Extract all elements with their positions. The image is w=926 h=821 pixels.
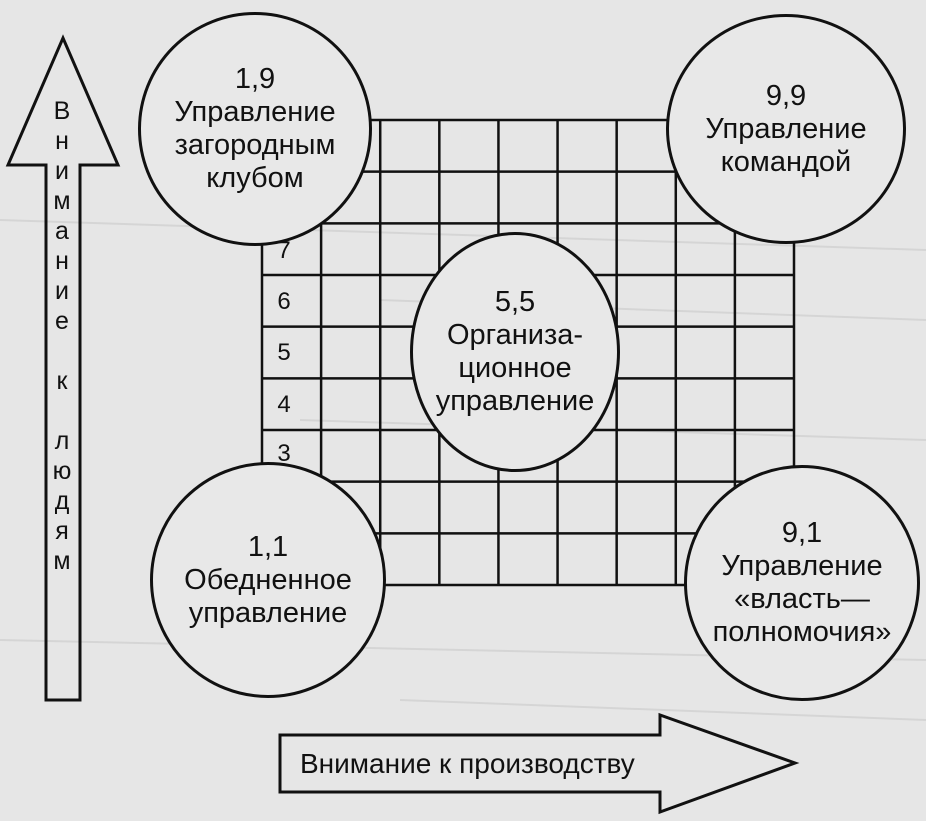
y-axis-label-letter: к — [56, 367, 68, 395]
y-axis-label-letter: д — [54, 487, 70, 515]
y-tick-6: 6 — [277, 288, 291, 315]
y-axis-label-letter: е — [55, 307, 69, 335]
style-score: 1,1 — [247, 530, 289, 563]
style-name-line: Управление — [174, 96, 336, 128]
y-axis-label-letter: и — [55, 277, 69, 305]
y-axis-label-letter: н — [55, 247, 69, 275]
x-axis-arrow — [278, 712, 800, 815]
style-name-line: Организа- — [446, 319, 584, 351]
style-name-line: загородным — [174, 129, 336, 161]
y-axis-label-letter: л — [54, 427, 70, 455]
y-axis-label-letter: и — [55, 157, 69, 185]
y-tick-7: 7 — [277, 237, 291, 264]
style-name-line: Управление — [705, 112, 867, 145]
style-score: 9,9 — [765, 79, 807, 112]
style-name-line: ционное — [458, 352, 572, 384]
style-circle-9-1: 9,1 Управление «власть— полномочия» — [684, 465, 920, 701]
style-score: 1,9 — [234, 63, 276, 95]
y-tick-4: 4 — [277, 391, 291, 418]
style-name-line: командой — [720, 145, 852, 178]
y-axis-label-letter: н — [55, 127, 69, 155]
style-circle-9-9: 9,9 Управление командой — [666, 14, 906, 244]
y-axis-label-letter: а — [55, 217, 69, 245]
y-axis-label-letter: я — [55, 517, 69, 545]
y-axis-label-letter: м — [53, 547, 71, 575]
style-name-line: Управление — [721, 550, 883, 582]
x-axis-label: Внимание к производству — [300, 748, 635, 779]
y-axis-label-letter: В — [53, 97, 71, 125]
style-name-line: «власть— — [734, 583, 870, 615]
style-score: 9,1 — [781, 517, 823, 549]
style-circle-1-9: 1,9 Управление загородным клубом — [138, 12, 372, 246]
y-tick-5: 5 — [277, 339, 291, 366]
style-circle-5-5: 5,5 Организа- ционное управление — [410, 232, 620, 472]
style-name-line: управление — [188, 596, 348, 629]
y-axis-arrow — [5, 34, 121, 702]
y-tick-3: 3 — [277, 440, 291, 467]
style-name-line: полномочия» — [712, 616, 892, 648]
style-score: 5,5 — [494, 286, 536, 318]
style-name-line: управление — [435, 385, 595, 417]
y-axis-label-letter: м — [53, 187, 71, 215]
style-name-line: клубом — [206, 162, 304, 194]
y-axis-label-letter: ю — [52, 457, 72, 485]
style-circle-1-1: 1,1 Обедненное управление — [150, 462, 386, 698]
style-name-line: Обедненное — [184, 563, 352, 596]
